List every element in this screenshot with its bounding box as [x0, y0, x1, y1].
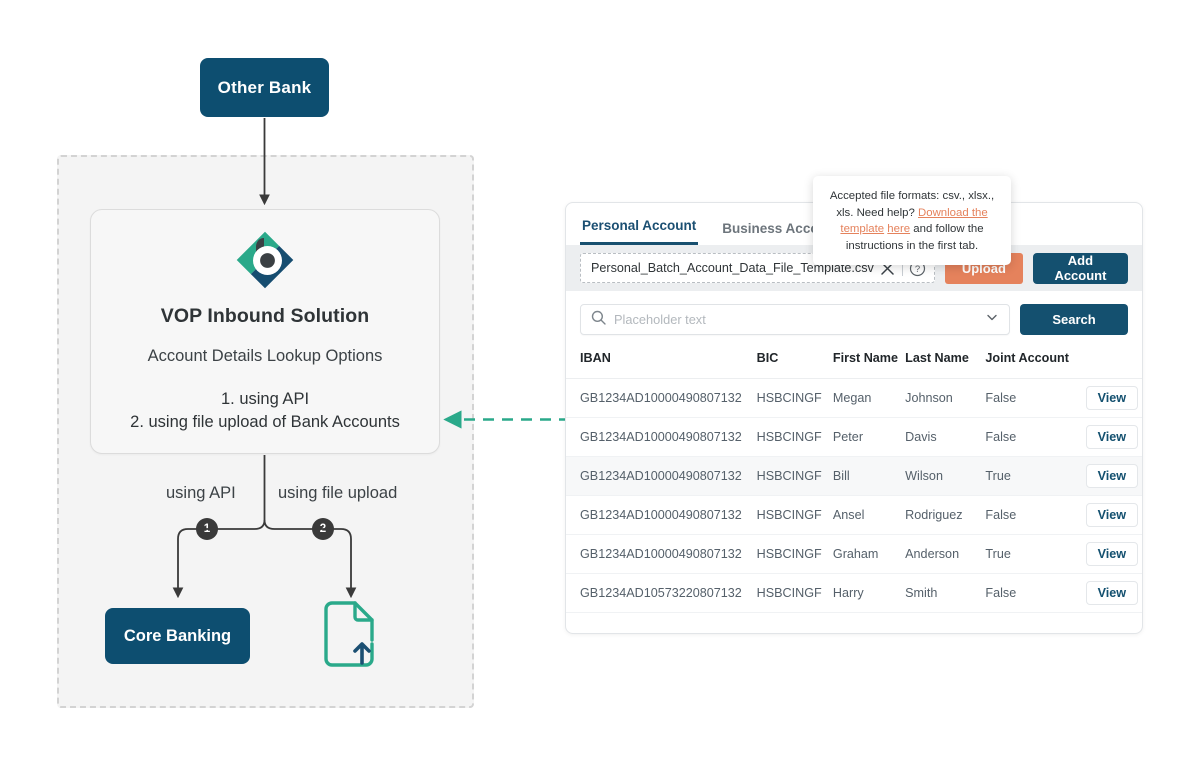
accounts-table: IBAN BIC First Name Last Name Joint Acco…: [566, 347, 1142, 613]
branch-badge-1-number: 1: [203, 523, 211, 535]
cell-joint-account: False: [985, 378, 1082, 418]
tooltip-line-2-pre: Need help?: [856, 206, 919, 219]
view-button[interactable]: View: [1085, 425, 1139, 449]
view-button[interactable]: View: [1085, 542, 1139, 566]
column-header-bic: BIC: [756, 347, 833, 379]
cell-first-name: Bill: [832, 456, 906, 496]
card-subtitle: Account Details Lookup Options: [147, 347, 383, 365]
svg-text:?: ?: [915, 264, 920, 275]
cell-actions: View: [1081, 495, 1142, 535]
branch-badge-1: 1: [196, 518, 218, 540]
cell-actions: View: [1081, 378, 1142, 418]
cell-bic: HSBCINGF: [756, 417, 833, 457]
cell-last-name: Wilson: [905, 456, 986, 496]
cell-bic: HSBCINGF: [756, 573, 833, 613]
column-header-last-name: Last Name: [905, 347, 986, 379]
cell-joint-account: False: [985, 417, 1082, 457]
cell-actions: View: [1081, 534, 1142, 574]
node-core-banking[interactable]: Core Banking: [105, 608, 250, 664]
cell-first-name: Graham: [832, 534, 906, 574]
cell-iban: GB1234AD10000490807132: [566, 456, 757, 496]
cell-last-name: Davis: [905, 417, 986, 457]
accounts-table-head: IBAN BIC First Name Last Name Joint Acco…: [566, 347, 1142, 379]
tab-business-account[interactable]: Business Account: [722, 221, 840, 236]
cell-joint-account: True: [985, 534, 1082, 574]
selected-file-name: Personal_Batch_Account_Data_File_Templat…: [591, 261, 874, 275]
cell-last-name: Anderson: [905, 534, 986, 574]
branch-badge-2: 2: [312, 518, 334, 540]
cell-last-name: Smith: [905, 573, 986, 613]
tooltip-line-1: Accepted file formats: csv., xlsx., xls.: [829, 190, 995, 219]
cell-joint-account: False: [985, 495, 1082, 535]
cell-last-name: Rodriguez: [905, 495, 986, 535]
cell-iban: GB1234AD10573220807132: [566, 573, 757, 613]
cell-bic: HSBCINGF: [756, 378, 833, 418]
column-header-first-name: First Name: [832, 347, 906, 379]
account-type-tabs: Personal Account Business Account: [566, 203, 1142, 245]
tab-personal-account[interactable]: Personal Account: [580, 208, 699, 245]
cell-bic: HSBCINGF: [756, 534, 833, 574]
cell-iban: GB1234AD10000490807132: [566, 378, 757, 418]
tooltip-link-here[interactable]: here: [887, 223, 911, 235]
cell-last-name: Johnson: [905, 378, 986, 418]
blue-b-diamond-logo: [234, 229, 296, 291]
add-account-button[interactable]: Add Account: [1032, 252, 1128, 284]
column-header-joint-account: Joint Account: [985, 347, 1082, 379]
file-upload-icon-svg: [324, 601, 374, 667]
view-button[interactable]: View: [1085, 386, 1139, 410]
cell-first-name: Ansel: [832, 495, 906, 535]
chevron-down-icon[interactable]: [985, 310, 999, 329]
cell-actions: View: [1081, 573, 1142, 613]
tooltip-link-download-template[interactable]: Download the template: [840, 206, 988, 236]
node-other-bank-label: Other Bank: [217, 77, 312, 97]
column-header-actions: [1081, 347, 1142, 379]
cell-first-name: Megan: [832, 378, 906, 418]
search-row: Placeholder text Search: [566, 291, 1142, 347]
search-button[interactable]: Search: [1020, 304, 1128, 335]
branch-label-using-file-upload: using file upload: [278, 484, 398, 502]
vop-inbound-solution-card: VOP Inbound Solution Account Details Loo…: [90, 209, 440, 454]
cell-first-name: Peter: [832, 417, 906, 457]
table-header-row: IBAN BIC First Name Last Name Joint Acco…: [566, 347, 1142, 379]
column-header-iban: IBAN: [566, 347, 757, 379]
card-title: VOP Inbound Solution: [160, 305, 370, 327]
branch-badge-2-number: 2: [319, 523, 327, 535]
file-format-tooltip: Accepted file formats: csv., xlsx., xls.…: [813, 176, 1011, 265]
cell-iban: GB1234AD10000490807132: [566, 417, 757, 457]
cell-iban: GB1234AD10000490807132: [566, 495, 757, 535]
file-upload-icon: [321, 601, 381, 667]
cell-actions: View: [1081, 417, 1142, 457]
view-button[interactable]: View: [1085, 581, 1139, 605]
view-button[interactable]: View: [1085, 464, 1139, 488]
search-placeholder-text: Placeholder text: [614, 312, 706, 327]
cell-iban: GB1234AD10000490807132: [566, 534, 757, 574]
logo-svg: [236, 231, 294, 289]
cell-actions: View: [1081, 456, 1142, 496]
cell-joint-account: False: [985, 573, 1082, 613]
lookup-option-1: 1. using API: [220, 390, 310, 408]
divider: [901, 260, 903, 276]
lookup-option-2: 2. using file upload of Bank Accounts: [130, 413, 400, 431]
tooltip-line-2-post: and follow the instructions in the first…: [845, 223, 984, 252]
search-icon: [591, 310, 606, 330]
search-input[interactable]: Placeholder text: [580, 304, 1010, 335]
branch-label-using-api: using API: [166, 484, 236, 502]
accounts-panel: Personal Account Business Account Person…: [565, 202, 1143, 634]
node-other-bank[interactable]: Other Bank: [200, 58, 329, 117]
cell-first-name: Harry: [832, 573, 906, 613]
view-button[interactable]: View: [1085, 503, 1139, 527]
node-core-banking-label: Core Banking: [123, 626, 232, 645]
cell-joint-account: True: [985, 456, 1082, 496]
cell-bic: HSBCINGF: [756, 495, 833, 535]
cell-bic: HSBCINGF: [756, 456, 833, 496]
